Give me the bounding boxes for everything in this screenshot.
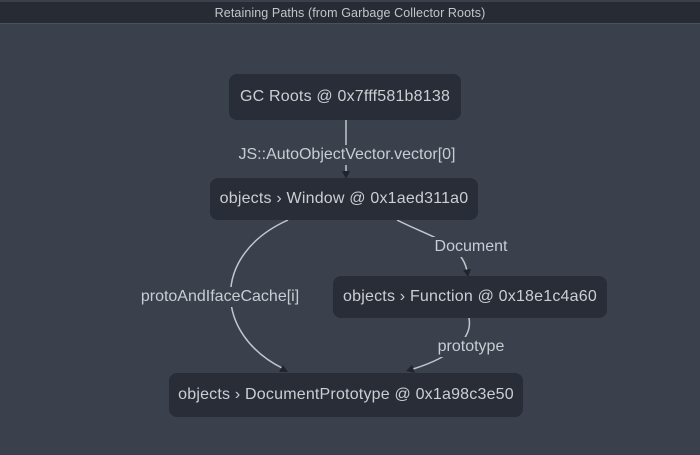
graph-node-window[interactable]: objects › Window @ 0x1aed311a0 (210, 178, 478, 220)
arrowhead-icon (342, 171, 350, 179)
edge-label-document: Document (429, 237, 513, 257)
arrowhead-icon (463, 269, 471, 277)
arrowhead-icon (406, 365, 415, 373)
graph-node-document-prototype[interactable]: objects › DocumentPrototype @ 0x1a98c3e5… (169, 373, 523, 417)
edge-label-prototype: prototype (432, 337, 510, 357)
arrowhead-icon (279, 365, 288, 372)
graph-node-function[interactable]: objects › Function @ 0x18e1c4a60 (333, 276, 607, 318)
edge-label-autoobjectvector: JS::AutoObjectVector.vector[0] (233, 145, 461, 165)
graph-node-gc-roots[interactable]: GC Roots @ 0x7fff581b8138 (229, 74, 461, 120)
page-title: Retaining Paths (from Garbage Collector … (214, 5, 486, 20)
edge-label-protoandifacecache: protoAndIfaceCache[i] (135, 287, 305, 307)
title-bar: Retaining Paths (from Garbage Collector … (0, 2, 700, 24)
